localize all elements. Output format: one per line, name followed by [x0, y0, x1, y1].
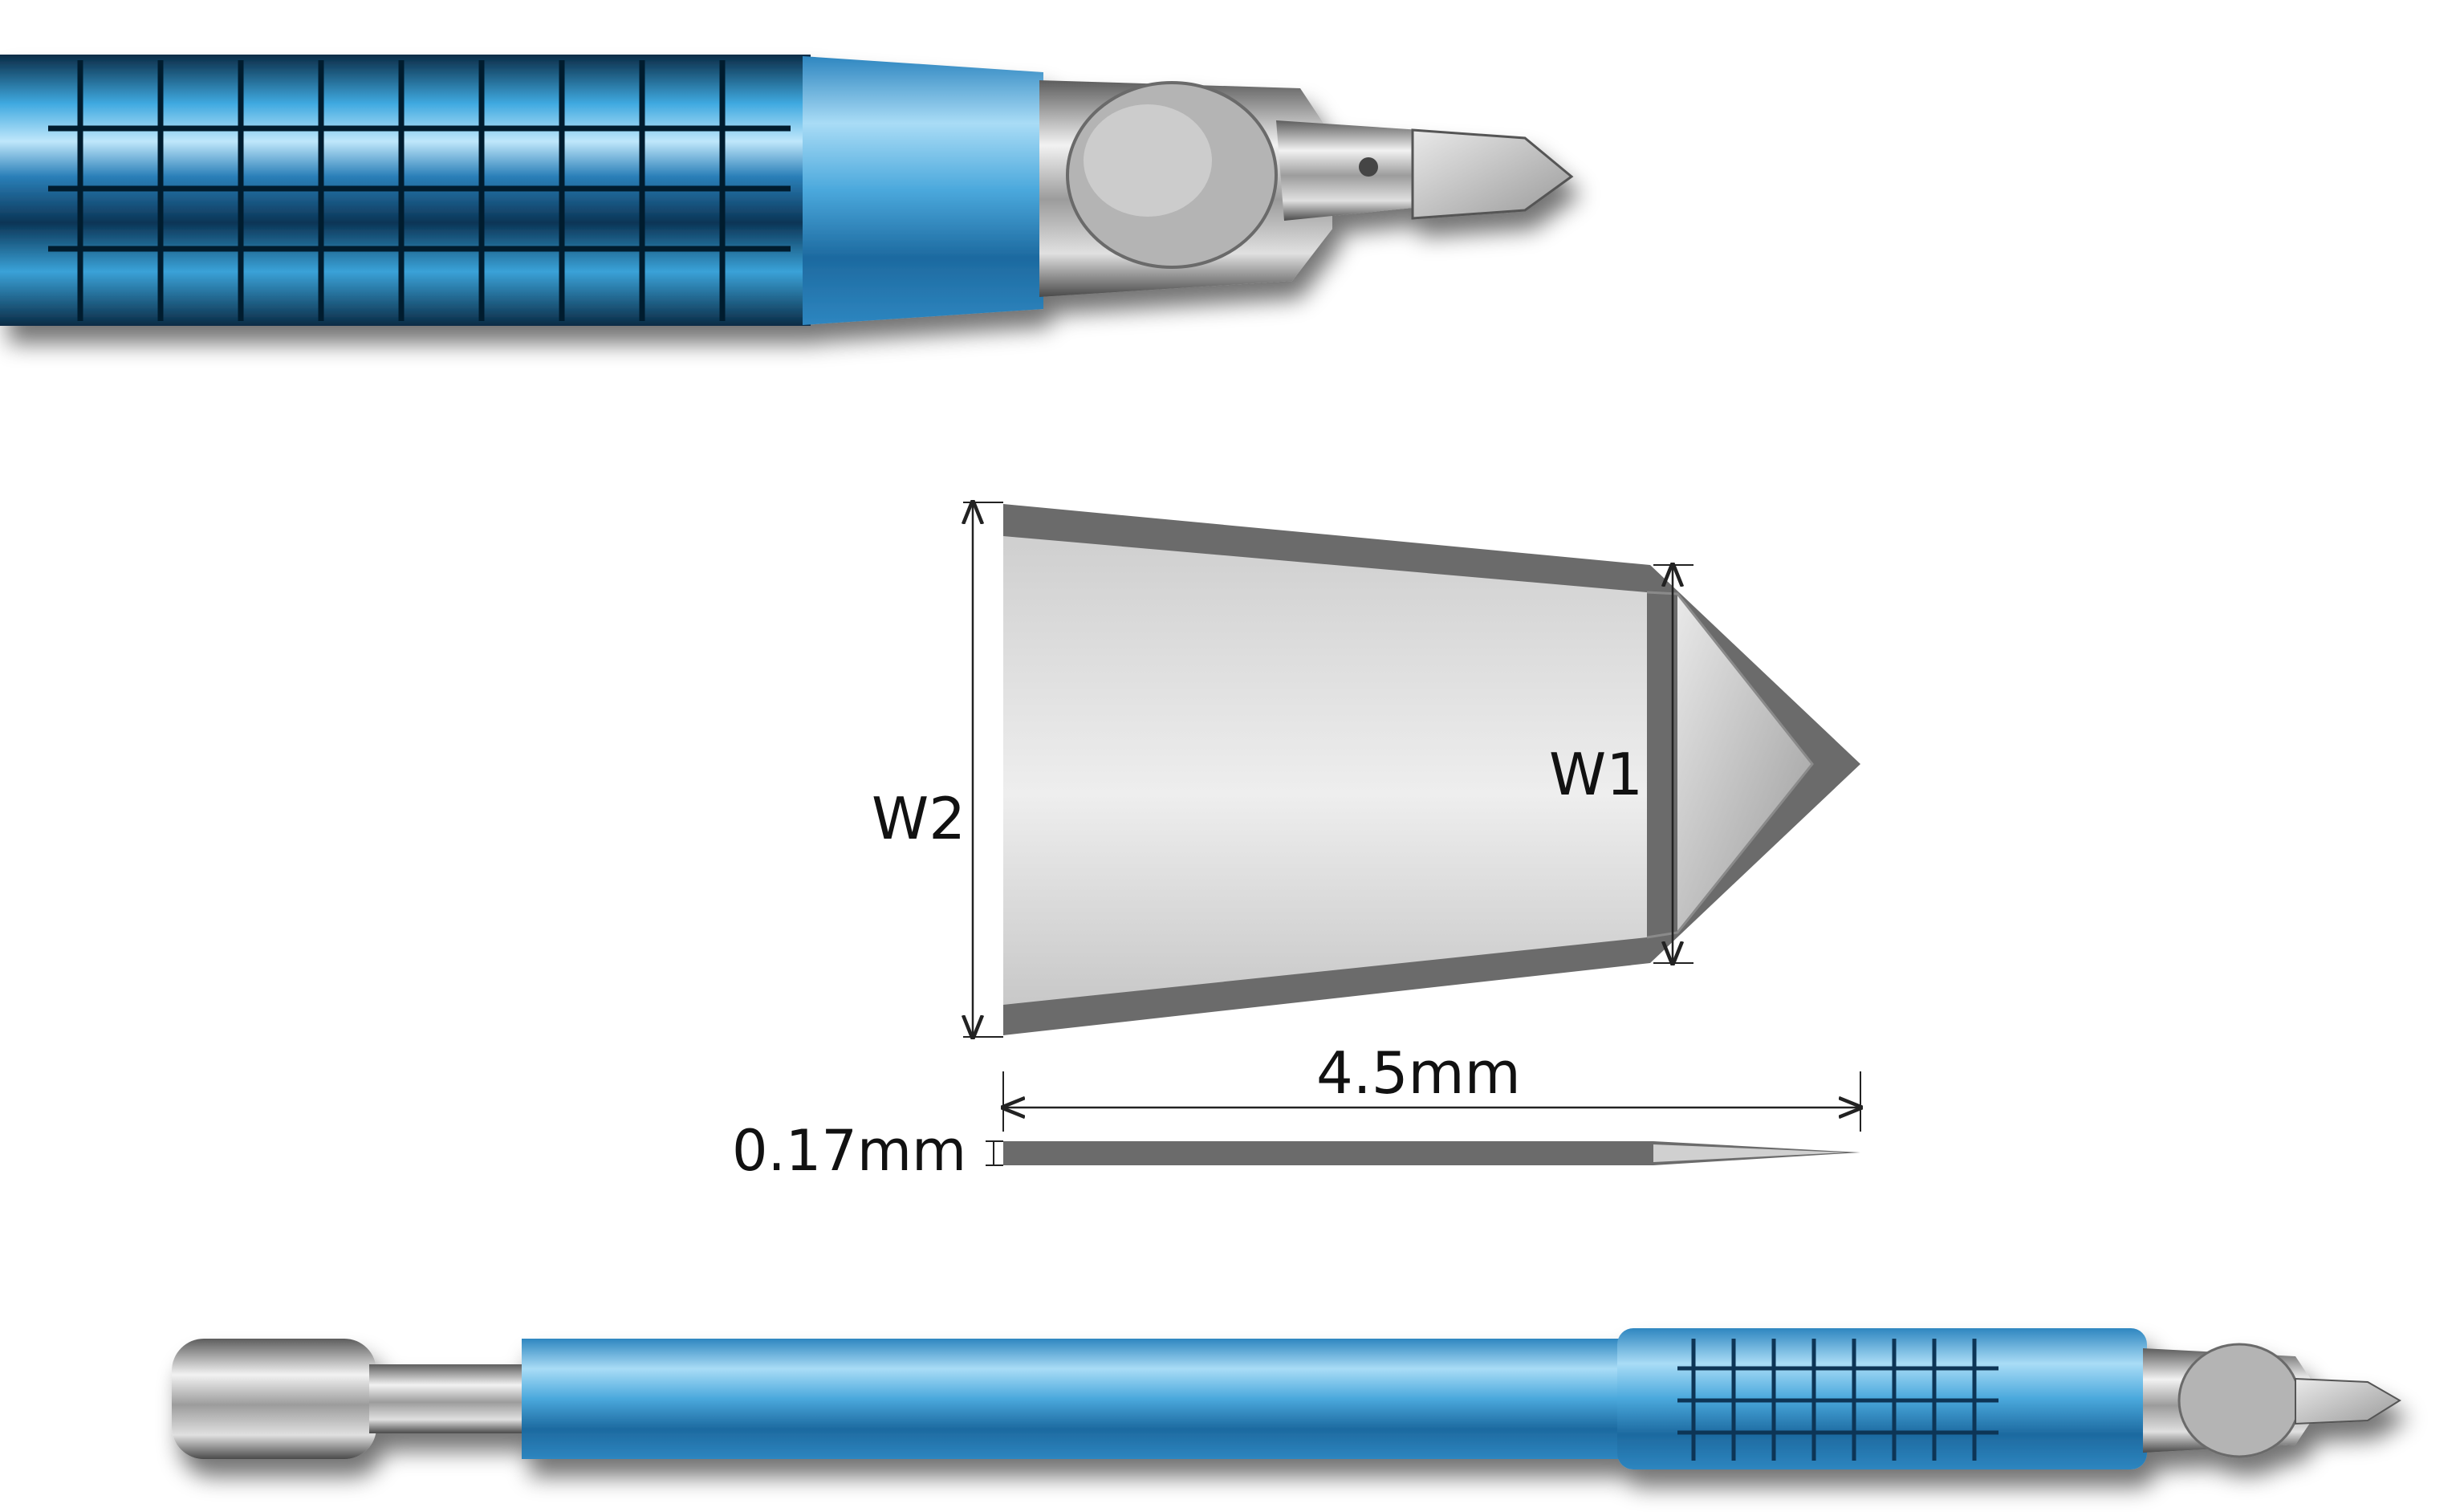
blade-face	[1003, 536, 1647, 1005]
blade-side-profile	[1003, 1141, 1860, 1165]
blade-clip	[1276, 120, 1421, 221]
handle-shaft	[522, 1339, 1629, 1459]
w2-label: W2	[872, 785, 966, 852]
full-knife-handle	[172, 1328, 2401, 1469]
length-label: 4.5mm	[1316, 1039, 1521, 1107]
blade-closeup	[1411, 128, 1574, 220]
steel-pin	[369, 1364, 530, 1433]
knife-tip-closeup	[0, 55, 1574, 326]
blade-small	[2295, 1377, 2401, 1425]
thickness-label: 0.17mm	[732, 1118, 966, 1184]
steel-paddle-small	[2177, 1343, 2301, 1458]
knurl-pattern	[48, 60, 791, 321]
blade-diagram: W2 W1 4.5mm 0.17mm	[732, 502, 1860, 1184]
blade-tip-face	[1677, 594, 1812, 933]
end-cap	[172, 1339, 376, 1459]
grip-knurl	[1677, 1339, 1998, 1461]
clip-rivet	[1359, 157, 1378, 177]
w1-label: W1	[1549, 741, 1643, 808]
handle-collar	[803, 56, 1043, 325]
